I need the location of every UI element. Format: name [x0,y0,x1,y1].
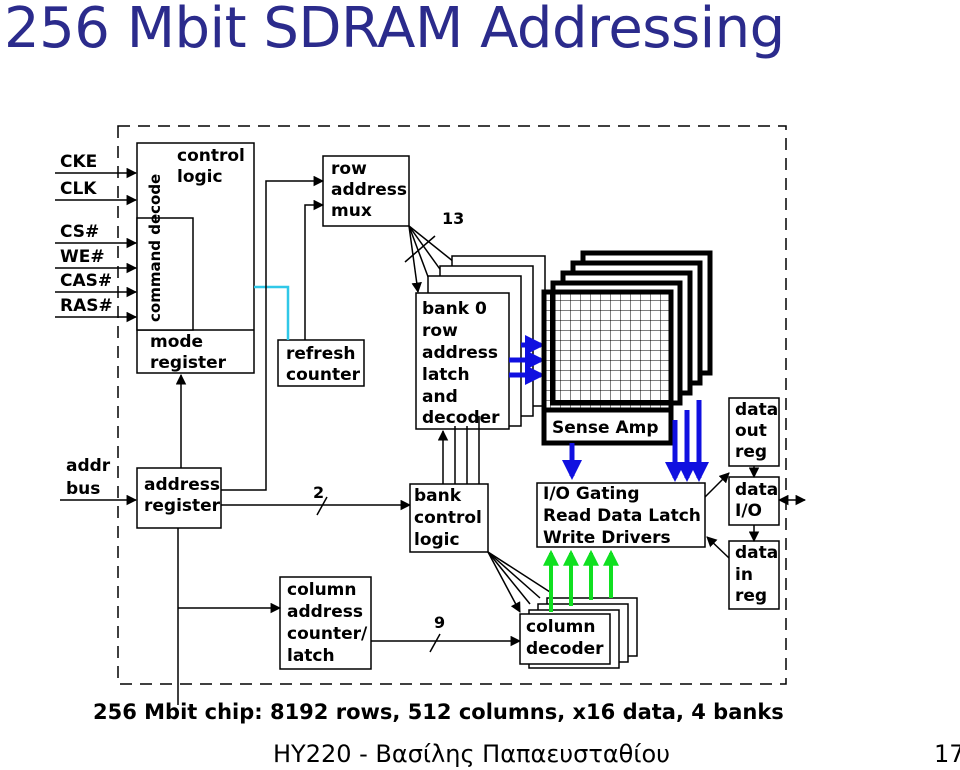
bank0-row-decoder-line1: bank 0 [422,299,487,319]
data-io-line1: data [735,480,778,500]
memory-array-stack [541,250,713,413]
refresh-to-mux-wire [304,199,325,340]
bank-control-to-column-fan [487,551,551,613]
io-gating-line3: Write Drivers [543,528,671,548]
row-bus-width: 13 [442,209,464,228]
signal-bus: bus [66,479,100,499]
decoder-to-array-arrows [509,335,545,385]
column-address-counter-line3: counter/ [287,624,368,644]
address-wiring [175,175,412,705]
data-in-reg-line2: in [735,565,753,585]
data-path-arrows [704,466,807,559]
control-logic-line2: logic [177,167,223,187]
external-signal-lines [55,167,138,506]
bank-control-logic-block [409,483,489,553]
data-in-reg-block [728,540,780,610]
bank-control-logic-line1: bank [414,486,462,506]
column-decoder-line2: decoder [526,639,604,659]
column-address-counter-line2: address [287,602,363,622]
mode-register-line1: mode [150,332,203,352]
bank0-row-decoder-line3: address [422,343,498,363]
sense-amp-to-io-arrows [562,400,709,482]
signal-ras: RAS# [60,296,113,316]
signal-we: WE# [60,247,105,267]
row-address-mux-line1: row [331,159,367,179]
row-bus-fan [404,225,455,294]
io-gating-block [536,482,706,548]
column-address-counter-line1: column [287,580,357,600]
command-decode-label: command decode [146,174,164,322]
column-address-counter-block [279,576,372,670]
column-decoder-line1: column [526,617,596,637]
bank0-row-decoder-block [415,292,510,430]
data-out-reg-line1: data [735,400,778,420]
control-logic-block [136,142,255,374]
diagram-caption: 256 Mbit chip: 8192 rows, 512 columns, x… [93,700,784,724]
sense-amp-block [541,407,674,446]
data-out-reg-line2: out [735,421,767,441]
io-gating-line1: I/O Gating [543,484,640,504]
bank-control-logic-line3: logic [414,530,460,550]
refresh-counter-line1: refresh [286,344,355,364]
signal-cas: CAS# [60,271,112,291]
signal-clk: CLK [60,179,97,199]
bank-bus-width: 2 [313,483,324,502]
sense-amp-label: Sense Amp [552,418,658,438]
io-gating-line2: Read Data Latch [543,506,701,526]
address-register-block [136,467,222,529]
signal-cs: CS# [60,222,99,242]
data-in-reg-line3: reg [735,586,767,606]
chip-boundary [117,125,787,685]
control-logic-line1: control [177,146,245,166]
mode-register-line2: register [150,353,227,373]
address-register-line1: address [144,475,220,495]
row-address-mux-line3: mux [331,201,372,221]
slide-title: 256 Mbit SDRAM Addressing [4,0,785,61]
refresh-counter-line2: counter [286,365,361,385]
data-io-line2: I/O [735,501,762,521]
data-out-reg-line3: reg [735,442,767,462]
signal-addr: addr [66,456,111,476]
slide-footer: ΗΥ220 - Βασίλης Παπαευσταθίου [273,740,671,768]
bank0-row-decoder-line5: and [422,387,458,407]
column-decoder-block [519,613,611,665]
bank0-row-decoder-line4: latch [422,365,470,385]
refresh-control-wire [254,285,290,340]
data-in-reg-line1: data [735,543,778,563]
column-wiring [178,602,522,653]
bank-control-logic-line2: control [414,508,482,528]
signal-cke: CKE [60,152,97,172]
bank-control-to-decoder-lines [437,416,480,484]
address-register-line2: register [144,496,221,516]
page-number: 17 [934,740,960,768]
refresh-counter-block [277,339,365,387]
row-address-mux-block [322,155,410,227]
column-to-io-arrows [543,549,619,612]
row-address-mux-line2: address [331,180,407,200]
column-address-counter-line4: latch [287,646,335,666]
data-out-reg-block [728,397,780,467]
bank0-row-decoder-line2: row [422,321,458,341]
column-bus-width: 9 [434,613,445,632]
bank0-row-decoder-line6: decoder [422,408,500,428]
